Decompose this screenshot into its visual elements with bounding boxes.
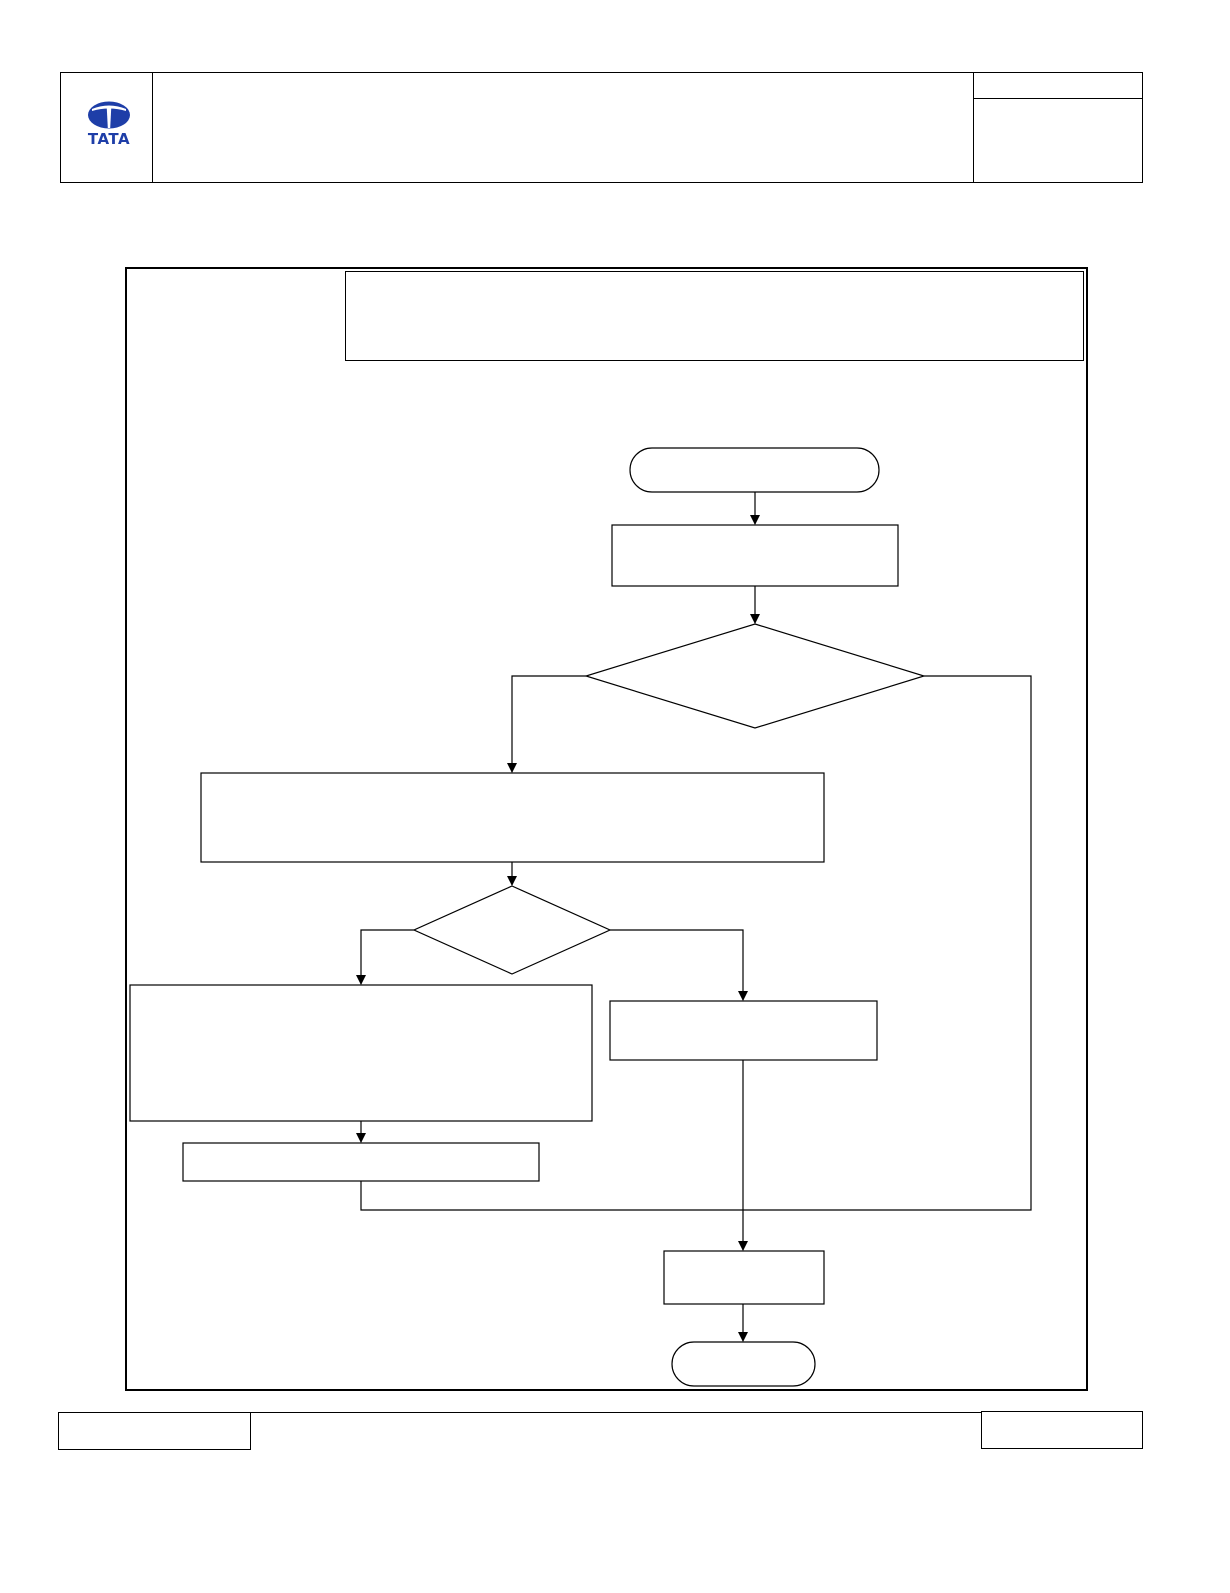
- end-terminator: [671, 1341, 816, 1387]
- step-2-label: [201, 773, 824, 862]
- process-box-2: [200, 772, 825, 863]
- step-3-left-label: [130, 985, 592, 1121]
- header-meta-bottom-cell: [973, 98, 1143, 183]
- process-box-1: [611, 524, 899, 587]
- decision-2-label: [452, 908, 572, 952]
- flowchart-frame: [125, 267, 1088, 1391]
- process-box-3-right: [609, 1000, 878, 1061]
- step-5-label: [664, 1251, 824, 1304]
- decision-1-label: [640, 650, 870, 702]
- process-box-3-left: [129, 984, 593, 1122]
- decision-diamond-2: [412, 885, 612, 975]
- connector-decision1-right-branch: [743, 675, 1032, 1211]
- connector-decision2-to-left: [356, 929, 414, 985]
- decision-diamond-1: [583, 623, 927, 729]
- connector-decision2-to-right: [610, 929, 748, 1001]
- connector-left4-merge: [360, 1181, 743, 1211]
- connector-decision1-to-step2: [507, 675, 586, 773]
- tata-logo-icon: [88, 101, 130, 129]
- end-label: [672, 1342, 815, 1386]
- step-1-label: [612, 525, 898, 586]
- company-logo: TATA: [78, 100, 140, 156]
- footer-right-cell: [981, 1411, 1143, 1449]
- process-box-5: [663, 1250, 825, 1305]
- step-3-right-label: [610, 1001, 877, 1060]
- step-4-left-label: [183, 1143, 539, 1181]
- logo-wordmark: TATA: [87, 130, 131, 148]
- footer-divider: [250, 1412, 982, 1413]
- flowchart-title-box: [345, 271, 1084, 361]
- start-label: [630, 448, 879, 492]
- footer-left-cell: [58, 1412, 251, 1450]
- process-box-4-left: [182, 1142, 540, 1182]
